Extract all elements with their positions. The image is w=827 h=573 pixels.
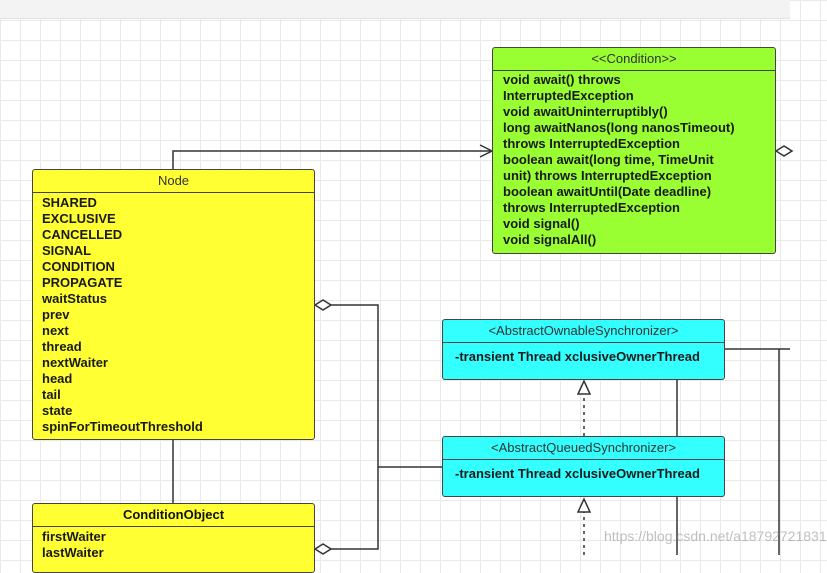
node-member: head [42, 371, 73, 386]
condition-member: boolean awaitUntil(Date deadline) [503, 184, 712, 199]
aqs-members: -transient Thread xclusiveOwnerThread [443, 460, 724, 482]
node-aggregation-diamond [313, 299, 333, 311]
node-class-box[interactable]: Node SHARED EXCLUSIVE CANCELLED SIGNAL C… [32, 169, 315, 440]
aqs-class-box[interactable]: <AbstractQueuedSynchronizer> -transient … [442, 436, 725, 497]
node-member: EXCLUSIVE [42, 211, 116, 226]
aos-class-box[interactable]: <AbstractOwnableSynchronizer> -transient… [442, 319, 725, 380]
condition-member: throws InterruptedException [503, 200, 680, 215]
aqs-title: <AbstractQueuedSynchronizer> [443, 437, 724, 460]
node-member: state [42, 403, 73, 418]
condition-member: void signal() [503, 216, 580, 231]
condition-right-diamond [774, 145, 794, 157]
condition-member: void signalAll() [503, 232, 597, 247]
condition-object-class-box[interactable]: ConditionObject firstWaiter lastWaiter [32, 503, 315, 573]
watermark-text: https://blog.csdn.net/a18792721831 [604, 528, 827, 544]
condition-member: throws InterruptedException [503, 136, 680, 151]
node-member: PROPAGATE [42, 275, 123, 290]
condition-object-member: firstWaiter [42, 529, 106, 544]
condition-member: long awaitNanos(long nanosTimeout) [503, 120, 735, 135]
condition-members: void await() throws InterruptedException… [493, 71, 775, 248]
canvas-top-bar [0, 0, 790, 19]
aos-members: -transient Thread xclusiveOwnerThread [443, 343, 724, 365]
condition-member: boolean await(long time, TimeUnit [503, 152, 714, 167]
condition-member: InterruptedException [503, 88, 634, 103]
node-member: CANCELLED [42, 227, 123, 242]
node-member: prev [42, 307, 70, 322]
node-member: thread [42, 339, 82, 354]
node-member: SHARED [42, 195, 97, 210]
condition-title: <<Condition>> [493, 48, 775, 71]
node-member: next [42, 323, 69, 338]
node-member: nextWaiter [42, 355, 108, 370]
condition-member: void await() throws [503, 72, 621, 87]
condition-interface-box[interactable]: <<Condition>> void await() throws Interr… [492, 47, 776, 254]
condition-member: unit) throws InterruptedException [503, 168, 712, 183]
aos-title: <AbstractOwnableSynchronizer> [443, 320, 724, 343]
aos-member: -transient Thread xclusiveOwnerThread [455, 349, 700, 364]
node-members: SHARED EXCLUSIVE CANCELLED SIGNAL CONDIT… [33, 193, 314, 435]
node-title: Node [33, 170, 314, 193]
node-aggregation-line [331, 304, 379, 550]
aqs-member: -transient Thread xclusiveOwnerThread [455, 466, 700, 481]
dotted-arrowhead-top [576, 379, 592, 395]
dotted-arrowhead-bottom [576, 497, 592, 513]
condition-object-title: ConditionObject [33, 504, 314, 527]
node-member: tail [42, 387, 61, 402]
node-member: SIGNAL [42, 243, 92, 258]
condition-member: void awaitUninterruptibly() [503, 104, 668, 119]
condition-object-members: firstWaiter lastWaiter [33, 527, 314, 561]
condition-object-diamond [313, 543, 333, 555]
condition-object-member: lastWaiter [42, 545, 104, 560]
node-member: waitStatus [42, 291, 108, 306]
node-member: spinForTimeoutThreshold [42, 419, 203, 434]
node-member: CONDITION [42, 259, 115, 274]
